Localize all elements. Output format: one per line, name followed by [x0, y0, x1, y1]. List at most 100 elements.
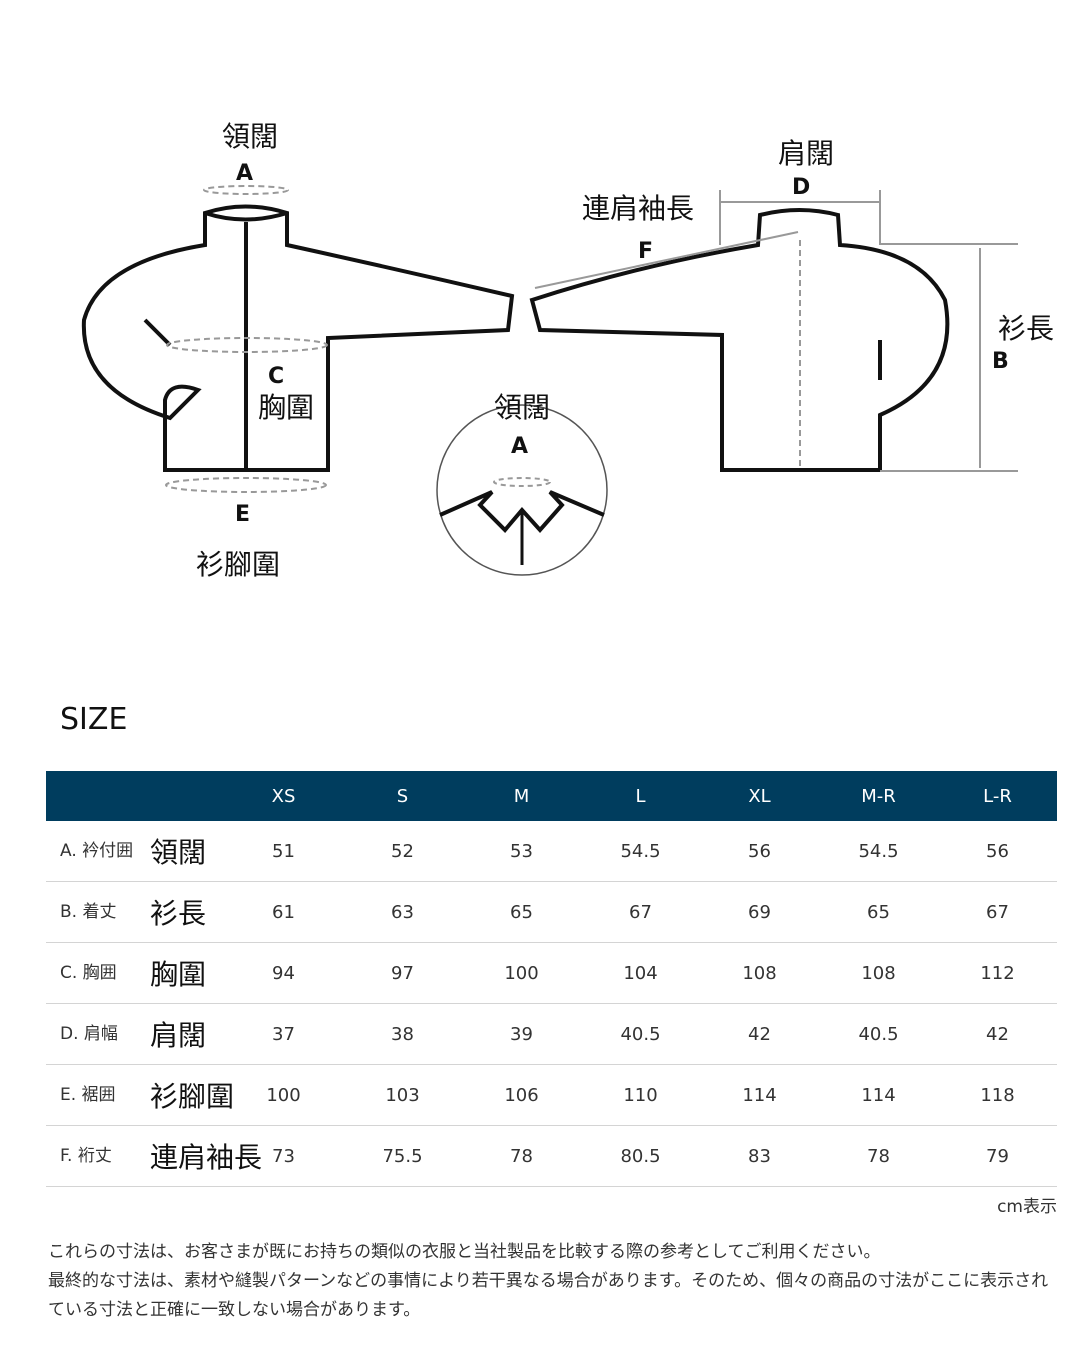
row-translation: 領闊: [150, 836, 207, 869]
header-s: S: [343, 771, 462, 821]
size-value: 42: [700, 1003, 819, 1065]
size-value: 78: [819, 1125, 938, 1187]
label-chest: 胸圍: [258, 391, 314, 424]
row-label: D. 肩幅: [60, 1024, 118, 1044]
size-value: 100: [224, 1064, 343, 1126]
label-shoulder: 肩闊: [778, 137, 834, 170]
header-l-r: L-R: [938, 771, 1057, 821]
size-value: 108: [700, 942, 819, 1004]
size-value: 78: [462, 1125, 581, 1187]
letter-detail-a: A: [511, 434, 528, 459]
unit-note: cm表示: [997, 1197, 1057, 1217]
letter-e: E: [235, 502, 250, 527]
back-dimension-lines: [534, 190, 1018, 472]
table-header-row: XS S M L XL M-R L-R: [46, 771, 1057, 821]
row-label-cell: E. 裾囲 衫腳圍: [46, 1064, 234, 1126]
header-m: M: [462, 771, 581, 821]
row-translation: 肩闊: [150, 1019, 207, 1052]
label-detail-collar: 領闊: [494, 391, 550, 424]
row-label-cell: D. 肩幅 肩闊: [46, 1003, 224, 1065]
letter-b: B: [992, 349, 1009, 374]
header-blank: [46, 771, 224, 821]
header-xs: XS: [224, 771, 343, 821]
row-label: C. 胸囲: [60, 963, 117, 983]
size-value: 110: [581, 1064, 700, 1126]
row-label-cell: A. 衿付囲領闊: [46, 821, 224, 882]
size-value: 67: [581, 881, 700, 943]
size-value: 39: [462, 1003, 581, 1065]
size-value: 94: [224, 942, 343, 1004]
label-length: 衫長: [998, 312, 1054, 345]
row-label: A. 衿付囲: [60, 841, 134, 861]
header-m-r: M-R: [819, 771, 938, 821]
row-label-cell: C. 胸囲 胸圍: [46, 942, 224, 1004]
size-value: 63: [343, 881, 462, 943]
label-hem: 衫腳圍: [196, 548, 280, 581]
disclaimer: これらの寸法は、お客さまが既にお持ちの類似の衣服と当社製品を比較する際の参考とし…: [48, 1238, 1058, 1325]
disclaimer-line: 最終的な寸法は、素材や縫製パターンなどの事情により若干異なる場合があります。その…: [48, 1271, 1049, 1320]
disclaimer-line: これらの寸法は、お客さまが既にお持ちの類似の衣服と当社製品を比較する際の参考とし…: [48, 1242, 881, 1262]
letter-f: F: [638, 239, 653, 264]
header-l: L: [581, 771, 700, 821]
row-translation: 衫腳圍: [150, 1080, 235, 1113]
letter-c: C: [268, 364, 284, 389]
size-value: 75.5: [343, 1125, 462, 1187]
size-value: 100: [462, 942, 581, 1004]
size-value: 54.5: [819, 821, 938, 882]
back-jacket-outline: [529, 208, 950, 472]
size-value: 52: [343, 821, 462, 882]
size-value: 67: [938, 881, 1057, 943]
label-collar: 領闊: [222, 120, 278, 153]
header-xl: XL: [700, 771, 819, 821]
size-value: 40.5: [819, 1003, 938, 1065]
size-value: 54.5: [581, 821, 700, 882]
size-title: SIZE: [60, 702, 128, 737]
letter-a: A: [236, 161, 253, 186]
row-label-cell: F. 裄丈 連肩袖長: [46, 1125, 262, 1187]
size-value: 80.5: [581, 1125, 700, 1187]
size-value: 97: [343, 942, 462, 1004]
size-value: 69: [700, 881, 819, 943]
size-value: 40.5: [581, 1003, 700, 1065]
row-label-cell: B. 着丈 衫長: [46, 881, 224, 943]
row-label: B. 着丈: [60, 902, 117, 922]
front-jacket-outline: [81, 204, 515, 472]
letter-d: D: [792, 175, 810, 200]
size-value: 112: [938, 942, 1057, 1004]
size-value: 42: [938, 1003, 1057, 1065]
size-value: 106: [462, 1064, 581, 1126]
row-translation: 連肩袖長: [150, 1141, 263, 1174]
size-value: 79: [938, 1125, 1057, 1187]
collar-detail-circle: [436, 404, 608, 576]
size-value: 114: [819, 1064, 938, 1126]
size-value: 53: [462, 821, 581, 882]
size-value: 114: [700, 1064, 819, 1126]
size-value: 104: [581, 942, 700, 1004]
size-value: 108: [819, 942, 938, 1004]
size-value: 65: [462, 881, 581, 943]
size-value: 73: [224, 1125, 343, 1187]
label-sleeve: 連肩袖長: [582, 192, 694, 225]
size-value: 118: [938, 1064, 1057, 1126]
size-value: 61: [224, 881, 343, 943]
jacket-measurement-diagram: 領闊 A 肩闊 D 連肩袖長 F 衫長 B C 胸圍 E 衫腳圍 領闊 A: [81, 120, 1054, 581]
size-value: 56: [938, 821, 1057, 882]
size-value: 83: [700, 1125, 819, 1187]
size-value: 56: [700, 821, 819, 882]
size-value: 51: [224, 821, 343, 882]
front-dimension-lines: [165, 185, 328, 493]
size-value: 37: [224, 1003, 343, 1065]
row-translation: 胸圍: [150, 958, 207, 991]
size-value: 38: [343, 1003, 462, 1065]
size-value: 65: [819, 881, 938, 943]
row-label: E. 裾囲: [60, 1085, 116, 1105]
row-translation: 衫長: [150, 897, 207, 930]
row-label: F. 裄丈: [60, 1146, 112, 1166]
